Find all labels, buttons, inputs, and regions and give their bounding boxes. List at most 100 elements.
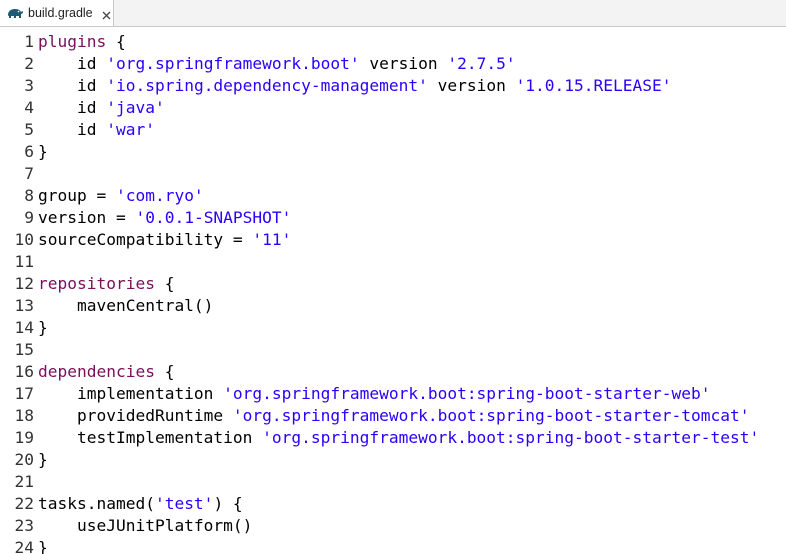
code-token: { [154, 362, 175, 381]
line-number: 12 [14, 274, 35, 293]
code-line[interactable]: 21 [0, 471, 786, 493]
line-code: } [38, 449, 48, 471]
code-line[interactable]: 13 mavenCentral() [0, 295, 786, 317]
tab-bar: build.gradle [0, 0, 786, 27]
code-token: useJUnitPlatform() [38, 516, 253, 535]
code-line[interactable]: 6} [0, 141, 786, 163]
string-token: 'org.springframework.boot' [106, 54, 360, 73]
line-code: id 'war' [38, 119, 155, 141]
code-token: tasks.named( [38, 494, 155, 513]
line-number: 19 [14, 428, 35, 447]
string-token: 'java' [106, 98, 165, 117]
string-token: 'org.springframework.boot:spring-boot-st… [223, 384, 711, 403]
line-number: 20 [14, 450, 35, 469]
line-number: 9 [24, 208, 34, 227]
line-code: dependencies { [38, 361, 174, 383]
string-token: 'org.springframework.boot:spring-boot-st… [262, 428, 760, 447]
line-number: 15 [14, 340, 35, 359]
code-line[interactable]: 7 [0, 163, 786, 185]
line-number: 4 [24, 98, 34, 117]
code-line[interactable]: 24} [0, 537, 786, 554]
code-token: } [38, 318, 48, 337]
line-number: 7 [24, 164, 34, 183]
line-number: 2 [24, 54, 34, 73]
line-code: mavenCentral() [38, 295, 213, 317]
line-code: plugins { [38, 31, 126, 53]
code-line[interactable]: 23 useJUnitPlatform() [0, 515, 786, 537]
code-token: { [154, 274, 175, 293]
code-line[interactable]: 19 testImplementation 'org.springframewo… [0, 427, 786, 449]
line-code: providedRuntime 'org.springframework.boo… [38, 405, 749, 427]
line-code: id 'io.spring.dependency-management' ver… [38, 75, 672, 97]
code-token: { [106, 32, 126, 51]
keyword-token: repositories [38, 274, 155, 293]
code-token: version = [38, 208, 136, 227]
code-token: group = [38, 186, 116, 205]
tab-label: build.gradle [28, 6, 93, 20]
code-token: implementation [38, 384, 224, 403]
line-number: 3 [24, 76, 34, 95]
code-line[interactable]: 17 implementation 'org.springframework.b… [0, 383, 786, 405]
line-number: 1 [24, 32, 34, 51]
code-line[interactable]: 5 id 'war' [0, 119, 786, 141]
keyword-token: plugins [38, 32, 107, 51]
code-token: ) { [213, 494, 243, 513]
line-number: 16 [14, 362, 35, 381]
line-code: id 'java' [38, 97, 165, 119]
line-code: repositories { [38, 273, 174, 295]
string-token: '11' [252, 230, 292, 249]
tab-build-gradle[interactable]: build.gradle [0, 0, 114, 26]
code-line[interactable]: 14} [0, 317, 786, 339]
line-number: 8 [24, 186, 34, 205]
line-number: 17 [14, 384, 35, 403]
code-token: id [38, 98, 107, 117]
line-number: 24 [14, 538, 35, 554]
string-token: '2.7.5' [447, 54, 516, 73]
code-token: } [38, 450, 48, 469]
code-token: } [38, 142, 48, 161]
close-icon[interactable] [101, 8, 112, 19]
string-token: 'com.ryo' [115, 186, 204, 205]
line-code: useJUnitPlatform() [38, 515, 252, 537]
code-token: providedRuntime [38, 406, 233, 425]
line-code: version = '0.0.1-SNAPSHOT' [38, 207, 291, 229]
code-line[interactable]: 3 id 'io.spring.dependency-management' v… [0, 75, 786, 97]
code-token: id [38, 54, 107, 73]
code-token: id [38, 120, 107, 139]
line-code: testImplementation 'org.springframework.… [38, 427, 759, 449]
line-code: implementation 'org.springframework.boot… [38, 383, 711, 405]
line-code: sourceCompatibility = '11' [38, 229, 291, 251]
line-number: 18 [14, 406, 35, 425]
line-number: 23 [14, 516, 35, 535]
string-token: '0.0.1-SNAPSHOT' [135, 208, 292, 227]
code-line[interactable]: 15 [0, 339, 786, 361]
code-line[interactable]: 20} [0, 449, 786, 471]
gradle-elephant-icon [6, 6, 24, 20]
code-token: version [427, 76, 516, 95]
line-code: } [38, 537, 48, 554]
line-number: 13 [14, 296, 35, 315]
code-line[interactable]: 4 id 'java' [0, 97, 786, 119]
line-number: 10 [14, 230, 35, 249]
string-token: 'test' [154, 494, 214, 513]
line-number: 14 [14, 318, 35, 337]
line-code: } [38, 141, 48, 163]
line-number: 21 [14, 472, 35, 491]
line-number: 22 [14, 494, 35, 513]
code-token: id [38, 76, 107, 95]
code-token: testImplementation [38, 428, 263, 447]
code-token: version [359, 54, 448, 73]
code-line[interactable]: 11 [0, 251, 786, 273]
code-line[interactable]: 18 providedRuntime 'org.springframework.… [0, 405, 786, 427]
code-line[interactable]: 2 id 'org.springframework.boot' version … [0, 53, 786, 75]
line-code: } [38, 317, 48, 339]
